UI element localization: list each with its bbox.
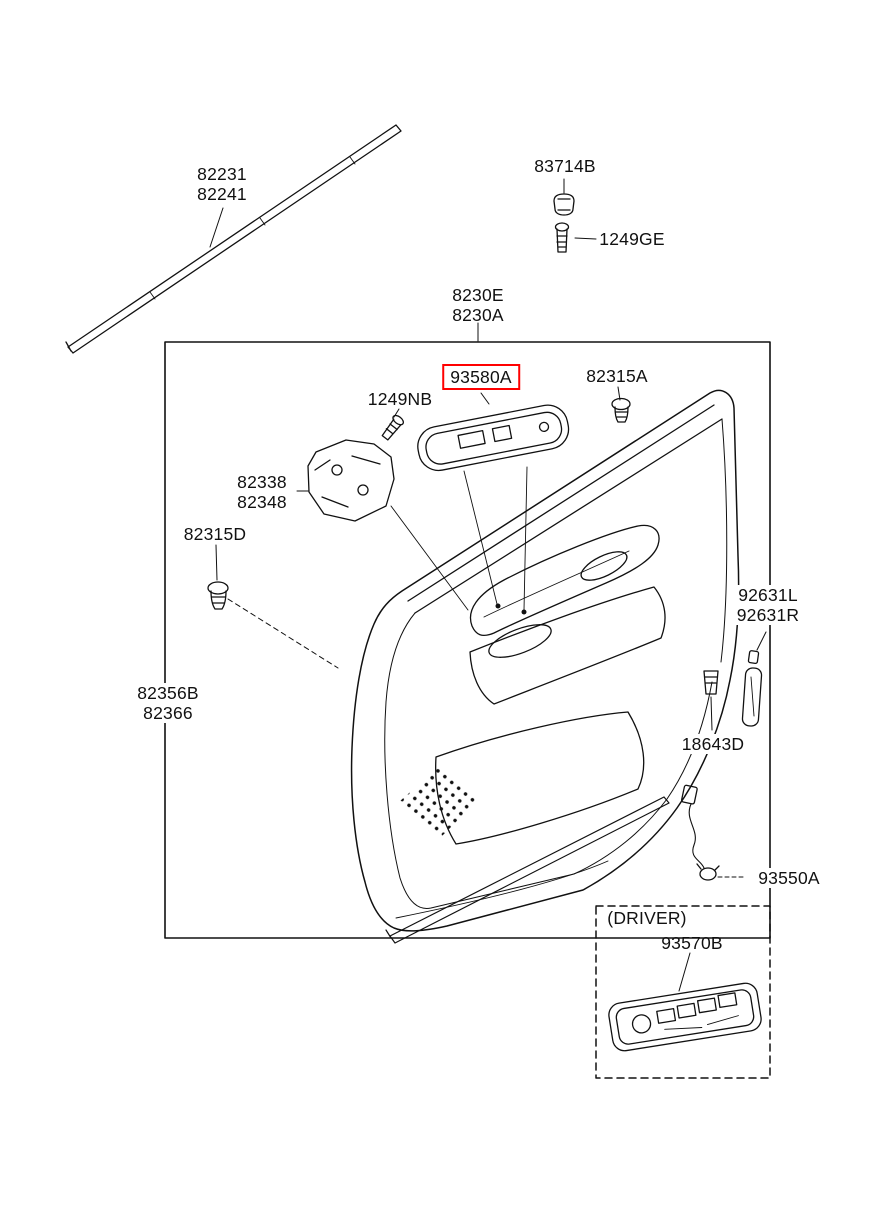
- part-label-trim-panel: 82356B 82366: [133, 683, 203, 723]
- bracket-art: [296, 439, 469, 611]
- part-label-grommet-d: 82315D: [183, 524, 247, 544]
- clip-art: [553, 178, 575, 216]
- part-label-weatherstrip: 82231 82241: [197, 164, 247, 204]
- part-label-screw-ge: 1249GE: [599, 229, 665, 249]
- lower-garnish-art: [385, 796, 670, 944]
- part-label-grommet-a: 82315A: [586, 366, 648, 386]
- wiring-art: [680, 784, 745, 881]
- part-label-reflector: 92631L 92631R: [732, 585, 804, 625]
- speaker-grille: [400, 766, 479, 837]
- part-label-screw-nb: 1249NB: [367, 389, 433, 409]
- assembly-box: [164, 341, 771, 939]
- switch-bezel-art: [417, 392, 570, 611]
- part-label-clip: 83714B: [534, 156, 596, 176]
- driver-caption: (DRIVER): [607, 908, 687, 928]
- driver-switch-art: [595, 905, 771, 1079]
- bulb-art: [703, 670, 719, 731]
- part-label-master-switch: 93570B: [661, 933, 723, 953]
- grommet-a-art: [611, 386, 631, 423]
- part-label-bulb: 18643D: [677, 734, 749, 754]
- driver-dashed-box: [595, 905, 771, 1079]
- part-label-wiring: 93550A: [754, 868, 824, 888]
- reflector-art: [741, 631, 767, 727]
- screw-nb-art: [381, 408, 405, 441]
- screw-ge-art: [554, 222, 597, 253]
- part-label-switch-bezel-highlighted: 93580A: [442, 364, 520, 390]
- door-trim-panel-art: [350, 389, 740, 932]
- weatherstrip-art: [65, 124, 402, 354]
- grommet-d-art: [207, 544, 339, 669]
- part-label-bracket: 82338 82348: [237, 472, 287, 512]
- part-label-trim-assembly: 8230E 8230A: [452, 285, 504, 325]
